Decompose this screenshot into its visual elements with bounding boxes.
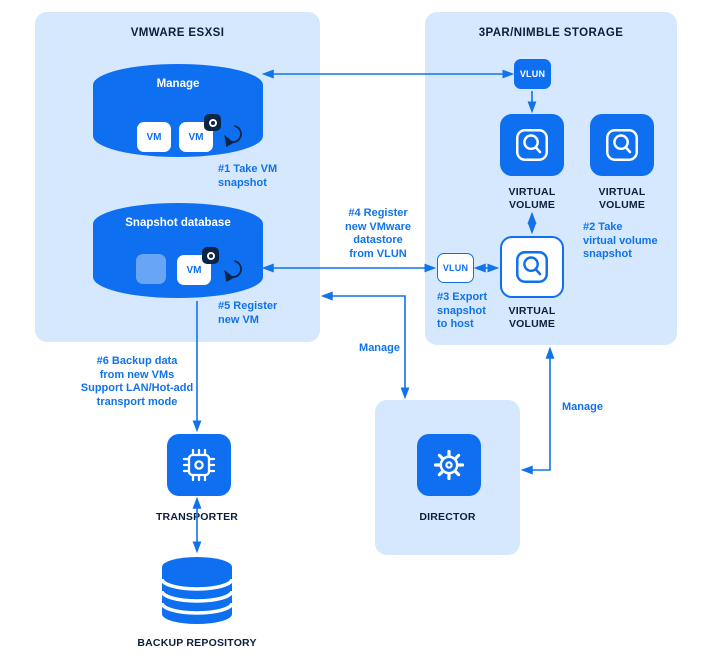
cylinder-top	[93, 64, 263, 106]
camera-lens-icon	[208, 118, 217, 127]
vm-box-1: VM	[137, 122, 171, 152]
gear-icon	[433, 449, 465, 481]
esxi-panel-title: VMWARE ESXSI	[130, 27, 225, 39]
director-label: DIRECTOR	[419, 511, 476, 523]
vm-box-3-label: VM	[186, 264, 202, 276]
transporter-label: TRANSPORTER	[155, 511, 239, 523]
vlun-top-box: VLUN	[514, 59, 551, 89]
vm-box-2-label: VM	[188, 131, 204, 143]
camera-lens-icon	[206, 251, 215, 260]
step6-label: #6 Backup data from new VMs Support LAN/…	[80, 355, 194, 408]
snapshot-badge-icon	[202, 247, 219, 264]
virtual-volume-3-box	[500, 236, 564, 298]
cylinder-top	[93, 203, 263, 245]
snapshot-database-cylinder: Snapshot database	[93, 203, 263, 298]
arrow-director-manages-storage	[520, 346, 555, 475]
virtual-volume-2-label: VIRTUAL VOLUME	[598, 186, 646, 211]
vlun-side-box: VLUN	[437, 253, 474, 283]
vm-box-1-label: VM	[146, 131, 162, 143]
virtual-volume-3-label: VIRTUAL VOLUME	[508, 305, 556, 330]
step4-label: #4 Register new VMware datastore from VL…	[344, 207, 412, 260]
step5-label: #5 Register new VM	[218, 300, 278, 326]
director-box	[417, 434, 481, 496]
snapshot-badge-icon	[204, 114, 221, 131]
step2-label: #2 Take virtual volume snapshot	[583, 221, 658, 260]
vlun-top-label: VLUN	[519, 69, 546, 79]
disk-icon	[606, 129, 638, 161]
virtual-volume-2-box	[590, 114, 654, 176]
manage-left-label: Manage	[359, 342, 400, 354]
disk-icon	[516, 251, 548, 283]
vlun-side-label: VLUN	[442, 263, 469, 273]
manage-datastore-label: Manage	[156, 78, 200, 90]
manage-datastore-cylinder: Manage	[93, 64, 263, 157]
manage-right-label: Manage	[562, 401, 603, 413]
step1-label: #1 Take VM snapshot	[218, 163, 278, 189]
chip-icon	[182, 448, 216, 482]
virtual-volume-1-box	[500, 114, 564, 176]
disk-icon	[516, 129, 548, 161]
snapshot-database-label: Snapshot database	[125, 217, 231, 229]
backup-repository-label: BACKUP REPOSITORY	[137, 637, 257, 649]
storage-panel-title: 3PAR/NIMBLE STORAGE	[478, 27, 624, 39]
step3-label: #3 Export snapshot to host	[437, 291, 488, 330]
transporter-box	[167, 434, 231, 496]
ghost-vm-box	[136, 254, 166, 284]
backup-repository-icon	[160, 557, 234, 624]
virtual-volume-1-label: VIRTUAL VOLUME	[508, 186, 556, 211]
